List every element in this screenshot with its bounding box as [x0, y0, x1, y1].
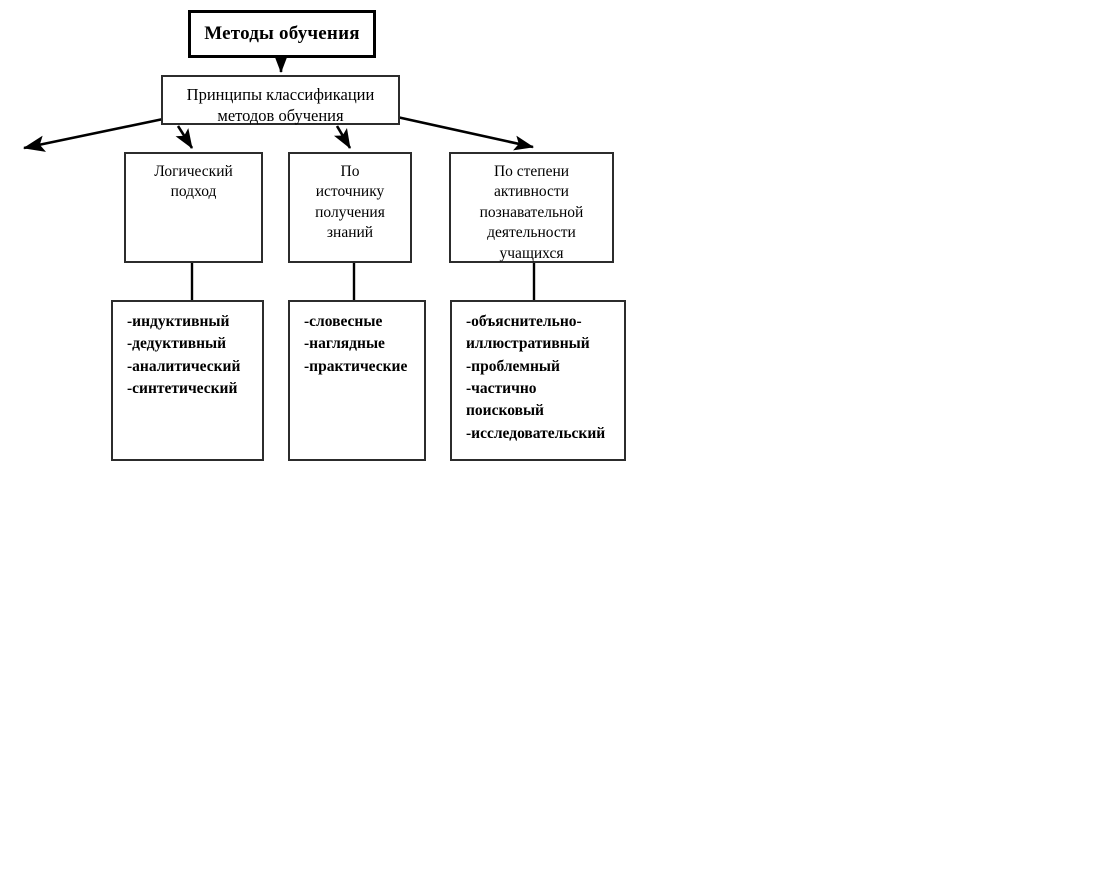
- node-principles-label: Принципы классификации методов обучения: [186, 85, 375, 126]
- leaf-2-list: -словесные -наглядные -практические: [290, 311, 424, 378]
- node-leaf-source-methods[interactable]: -словесные -наглядные -практические: [288, 300, 426, 461]
- list-item: -практические: [304, 357, 408, 375]
- node-criterion-3-label: По степени активности познавательной дея…: [479, 163, 584, 262]
- node-criterion-knowledge-source[interactable]: По источнику получения знаний: [288, 152, 412, 263]
- list-item: -индуктивный: [127, 313, 230, 330]
- node-root-methods[interactable]: Методы обучения: [188, 10, 376, 58]
- list-item: -объяснительно- иллюстративный: [466, 313, 590, 353]
- list-item: -исследовательский: [466, 424, 606, 442]
- node-root-label: Методы обучения: [204, 23, 360, 45]
- connector-principles-to-criterion-3: [396, 115, 535, 151]
- node-criterion-2-label: По источнику получения знаний: [315, 163, 385, 242]
- leaf-1-list: -индуктивный -дедуктивный -аналитический…: [113, 311, 262, 400]
- list-item: -синтетический: [127, 379, 238, 397]
- list-item: -аналитический: [127, 357, 241, 375]
- connector-principles-to-criterion-1: [175, 125, 194, 149]
- list-item: -частично поисковый: [466, 379, 544, 420]
- node-criterion-cognitive-activity-degree[interactable]: По степени активности познавательной дея…: [449, 152, 614, 263]
- connector-principles-to-criterion-2: [333, 125, 352, 149]
- connector-principles-to-left-open: [22, 116, 169, 152]
- node-leaf-activity-methods[interactable]: -объяснительно- иллюстративный -проблемн…: [450, 300, 626, 461]
- list-item: -дедуктивный: [127, 335, 227, 353]
- list-item: -проблемный: [466, 357, 560, 375]
- list-item: -словесные: [304, 313, 383, 330]
- node-classification-principles[interactable]: Принципы классификации методов обучения: [161, 75, 400, 125]
- node-leaf-logical-methods[interactable]: -индуктивный -дедуктивный -аналитический…: [111, 300, 264, 461]
- leaf-3-list: -объяснительно- иллюстративный -проблемн…: [452, 311, 624, 445]
- node-criterion-1-label: Логический подход: [154, 163, 233, 201]
- node-criterion-logical-approach[interactable]: Логический подход: [124, 152, 263, 263]
- list-item: -наглядные: [304, 335, 385, 353]
